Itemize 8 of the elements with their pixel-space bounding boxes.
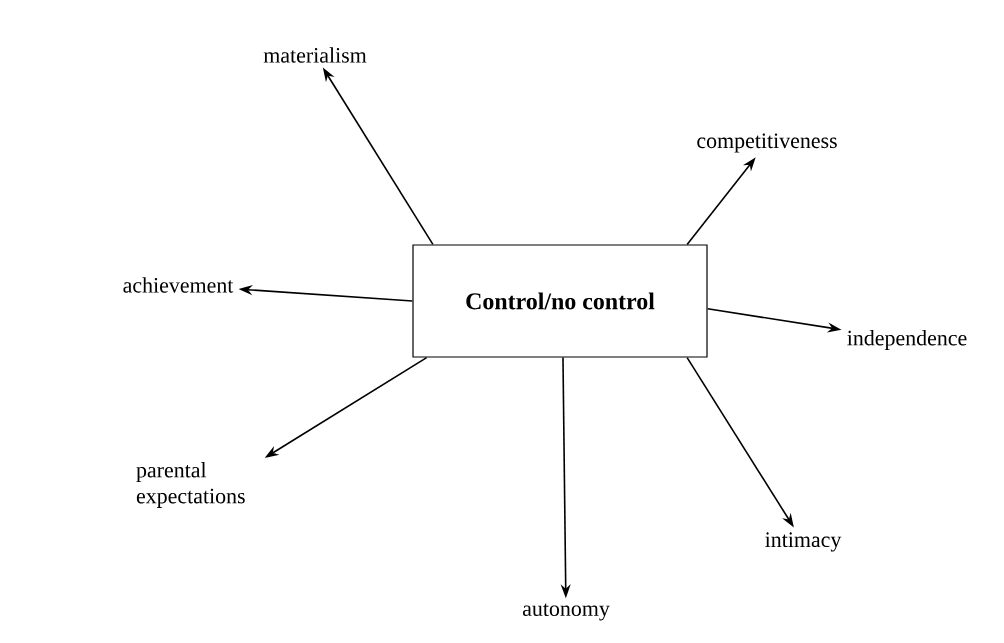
concept-label: intimacy <box>765 532 842 552</box>
concept-label: parental expectations <box>136 462 245 508</box>
concept-label: competitiveness <box>697 133 837 153</box>
concept-label: independence <box>847 330 967 350</box>
control-box: Control/no control <box>412 244 708 358</box>
concept-label: autonomy <box>522 603 610 621</box>
concept-label: materialism <box>263 47 367 63</box>
concept-label: achievement <box>123 277 234 293</box>
